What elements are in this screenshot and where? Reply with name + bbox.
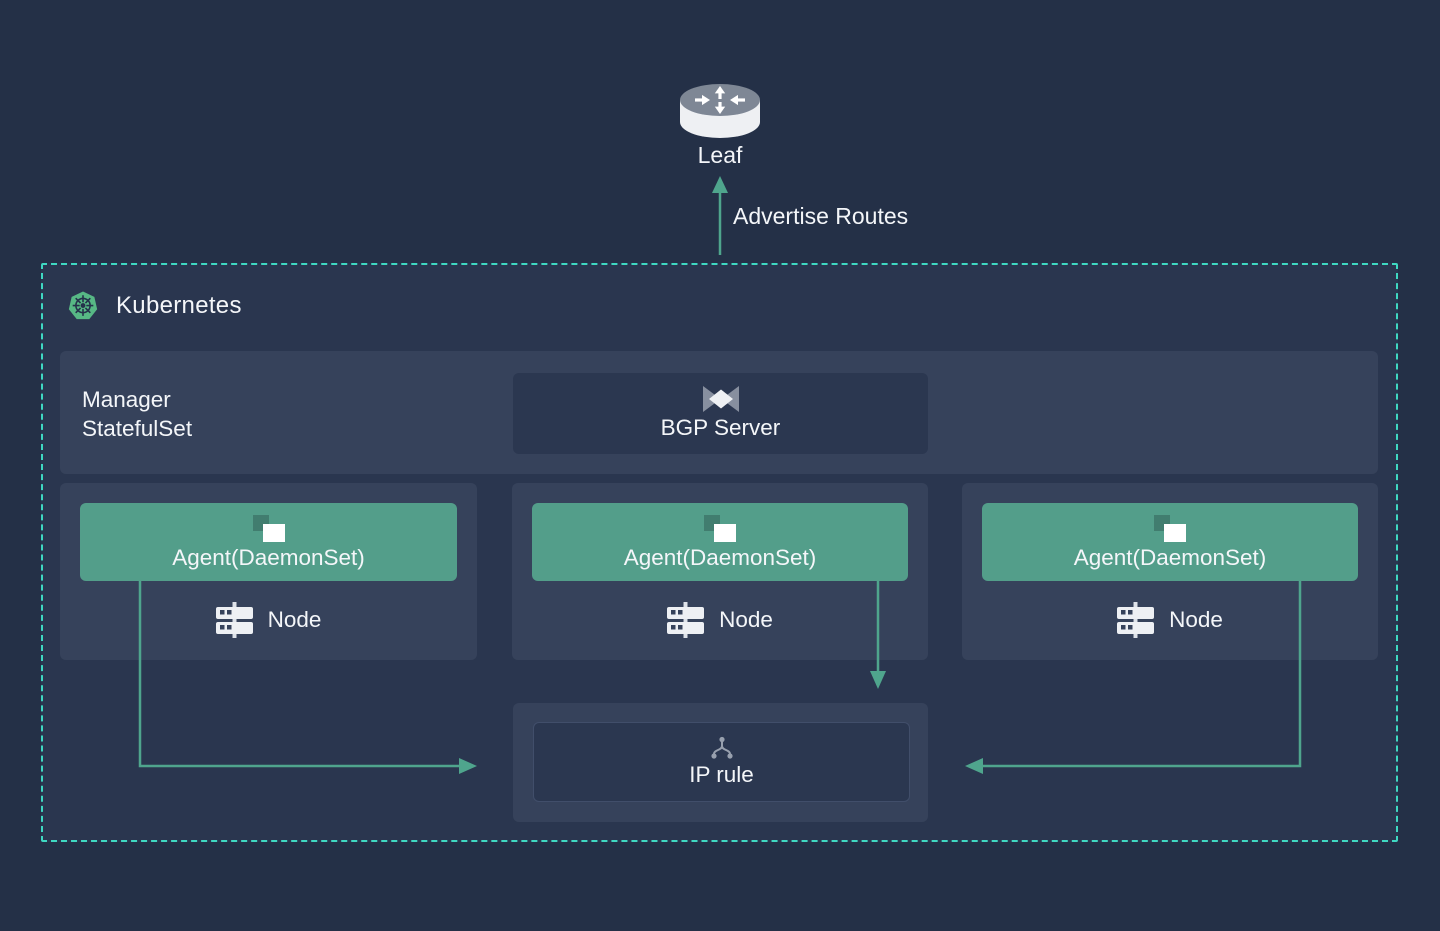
agent-daemonset-box: Agent(DaemonSet) <box>80 503 457 581</box>
manager-statefulset-label: Manager StatefulSet <box>82 387 193 441</box>
kubernetes-title: Kubernetes <box>116 292 242 319</box>
ip-rule-panel: IP rule <box>513 703 928 822</box>
daemonset-layers-icon <box>1153 514 1187 543</box>
router-icon <box>680 84 760 138</box>
node-label: Node <box>1169 607 1223 632</box>
daemonset-layers-icon <box>252 514 286 543</box>
node-label: Node <box>267 607 322 632</box>
node-row: Node <box>512 595 928 645</box>
agent-daemonset-box: Agent(DaemonSet) <box>982 503 1358 581</box>
agent-daemonset-label: Agent(DaemonSet) <box>172 544 365 570</box>
advertise-routes-label: Advertise Routes <box>733 203 909 229</box>
server-icon <box>1117 602 1155 638</box>
leaf-label: Leaf <box>697 142 743 168</box>
kubernetes-header: Kubernetes <box>68 291 242 321</box>
kubernetes-logo-icon <box>68 291 98 321</box>
ip-rule-label: IP rule <box>689 762 754 787</box>
bgp-server-box: BGP Server <box>513 373 928 454</box>
node-label: Node <box>719 607 773 632</box>
ip-rule-box: IP rule <box>533 722 910 802</box>
agent-daemonset-box: Agent(DaemonSet) <box>532 503 908 581</box>
node-row: Node <box>60 595 477 645</box>
bgp-server-label: BGP Server <box>660 415 781 440</box>
node-row: Node <box>962 595 1378 645</box>
agent-daemonset-label: Agent(DaemonSet) <box>1073 544 1267 570</box>
node-card-1: Agent(DaemonSet) Node <box>60 483 477 660</box>
node-card-2: Agent(DaemonSet) Node <box>512 483 928 660</box>
fork-split-icon <box>709 736 735 760</box>
node-card-3: Agent(DaemonSet) Node <box>962 483 1378 660</box>
server-icon <box>215 602 253 638</box>
bgp-bowtie-icon <box>702 386 739 412</box>
daemonset-layers-icon <box>703 514 737 543</box>
agent-daemonset-label: Agent(DaemonSet) <box>623 544 817 570</box>
server-icon <box>667 602 705 638</box>
arrowhead-up <box>712 176 728 193</box>
